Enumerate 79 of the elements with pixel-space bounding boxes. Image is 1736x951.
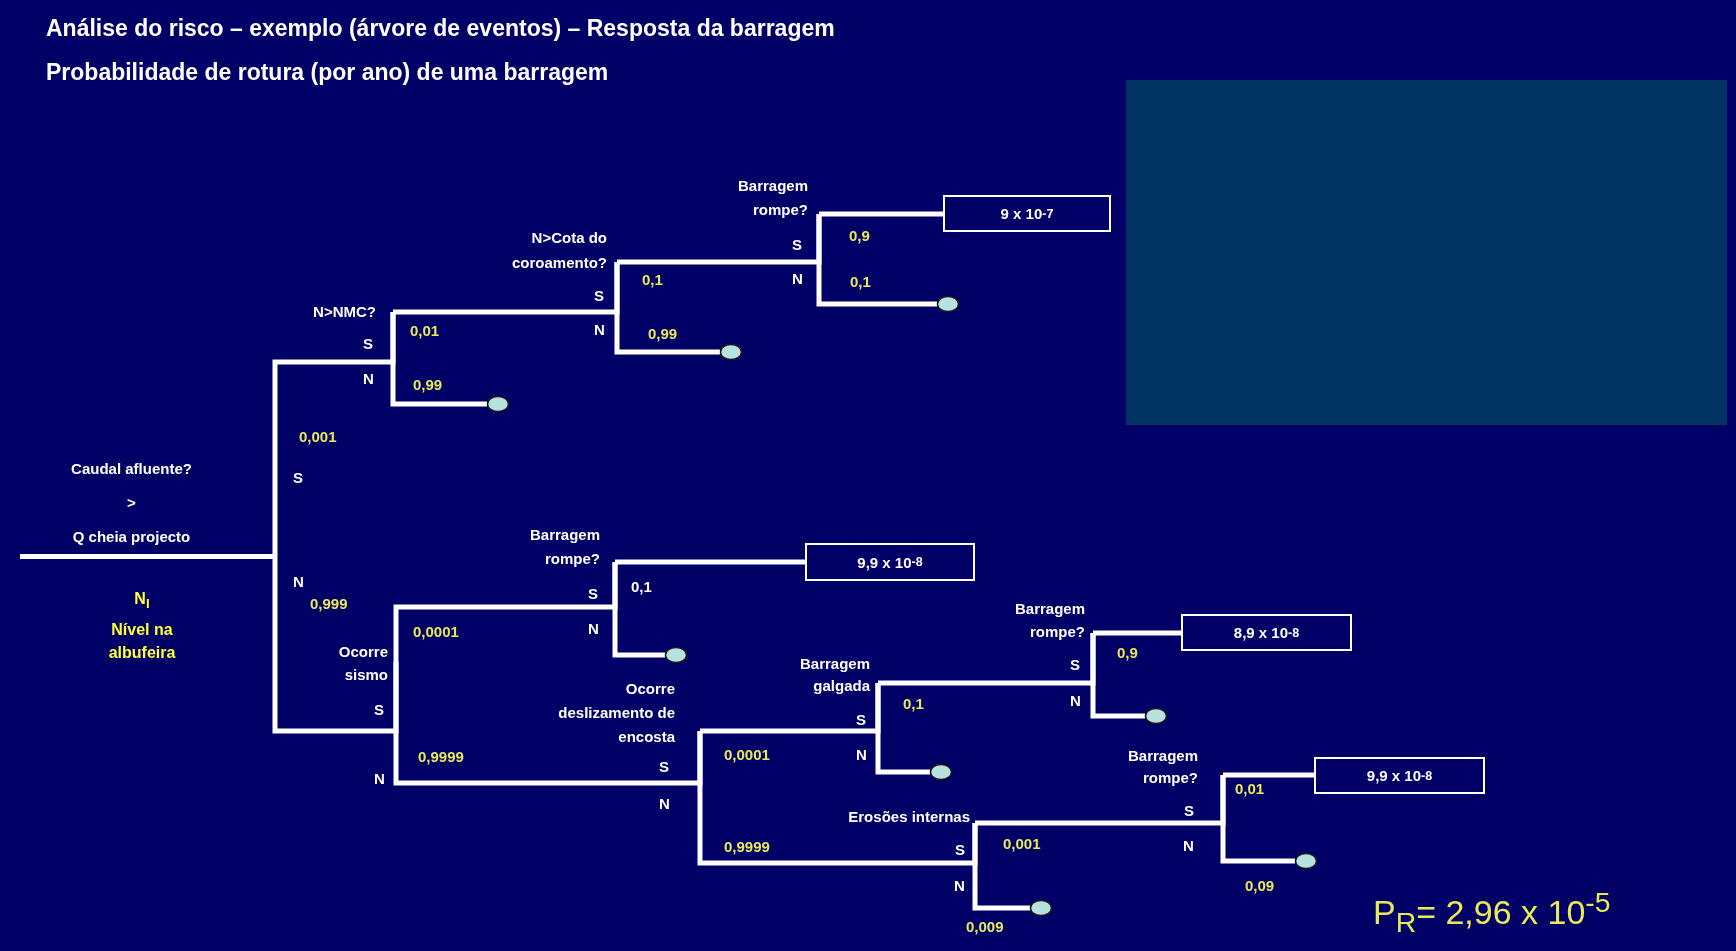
end-state-circle [929, 763, 953, 781]
probability-label: 0,1 [903, 695, 924, 713]
end-state-circle [486, 395, 510, 413]
branch-question: Barragem rompe? [1106, 745, 1223, 789]
branch-line [816, 211, 943, 217]
outcome-letter: S [1184, 802, 1194, 820]
branch-question: Ocorre sismo [316, 640, 396, 686]
probability-label: 0,009 [966, 918, 1004, 936]
outcome-letter: N [374, 770, 385, 788]
probability-label: 0,9 [1117, 644, 1138, 662]
probability-label: 0,01 [1235, 780, 1265, 798]
question-text: Caudal afluente? [70, 459, 193, 479]
question-text: > [126, 493, 137, 513]
branch-question: Erosões internas [810, 805, 975, 829]
branch-question: Barragem rompe? [508, 523, 615, 571]
outcome-letter: S [363, 335, 373, 353]
probability-label: 0,9 [849, 227, 870, 245]
branch-line [972, 823, 1030, 911]
end-state-circle [1294, 852, 1318, 870]
probability-label: 0,001 [1003, 835, 1041, 853]
probability-label: 0,09 [1245, 877, 1275, 895]
outcome-letter: N [594, 321, 605, 339]
branch-line [612, 562, 665, 658]
branch-line [1090, 633, 1145, 719]
probability-label: 0,99 [648, 325, 678, 343]
branch-question: Barragem rompe? [716, 174, 819, 222]
outcome-letter: S [594, 287, 604, 305]
probability-label: 0,01 [410, 322, 440, 340]
outcome-letter: S [588, 585, 598, 603]
outcome-letter: N [1183, 837, 1194, 855]
branch-line [1090, 630, 1181, 636]
outcome-letter: N [363, 370, 374, 388]
branch-question: Barragem rompe? [993, 597, 1093, 643]
outcome-letter: N [792, 270, 803, 288]
probability-label: 0,0001 [724, 746, 770, 764]
probability-label: 0,999 [310, 595, 348, 613]
probability-label: 0,1 [850, 273, 871, 291]
outcome-letter: S [659, 758, 669, 776]
question-text: Q cheia projecto [71, 527, 192, 547]
result-formula: P$_{R}$= 2,96 x 10$^{-5}$ [1373, 885, 1611, 941]
branch-line [875, 683, 930, 775]
outcome-letter: S [374, 701, 384, 719]
outcome-letter: N [293, 573, 304, 591]
end-state-circle [719, 343, 743, 361]
branch-question: Barragem galgada [778, 653, 878, 697]
branch-question: Ocorre deslizamento de encosta [533, 677, 700, 749]
variable-label: Nível na albufeira [107, 620, 177, 663]
outcome-letter: N [954, 877, 965, 895]
outcome-letter: S [293, 469, 303, 487]
outcome-letter: N [856, 746, 867, 764]
outcome-letter: N [1070, 692, 1081, 710]
branch-line [1220, 772, 1314, 778]
title: Análise do risco – exemplo (árvore de eventos) – Resposta da barragem [46, 15, 835, 42]
outcome-letter: N [659, 795, 670, 813]
branch-question: N>NMC? [276, 300, 393, 324]
probability-label: 0,1 [642, 271, 663, 289]
end-state-circle [936, 295, 960, 313]
probability-label: 0,001 [299, 428, 337, 446]
end-state-circle [1144, 707, 1168, 725]
subtitle: Probabilidade de rotura (por ano) de uma barragem [46, 59, 609, 86]
probability-label: 0,0001 [413, 623, 459, 641]
outcome-letter: N [588, 620, 599, 638]
outcome-letter: S [792, 236, 802, 254]
probability-label: 0,9999 [418, 748, 464, 766]
branch-line [390, 312, 487, 407]
outcome-letter: S [1070, 656, 1080, 674]
probability-label: 0,1 [631, 578, 652, 596]
end-state-circle [664, 646, 688, 664]
branch-line [816, 214, 937, 307]
variable-label: N$_{I}$ [133, 589, 151, 614]
probability-label: 0,99 [413, 376, 443, 394]
end-state-circle [1029, 899, 1053, 917]
branch-line [612, 559, 805, 565]
branch-line [1220, 775, 1295, 864]
branch-question: N>Cota do coroamento? [495, 225, 617, 275]
outcome-letter: S [856, 711, 866, 729]
branch-line [614, 262, 720, 355]
probability-label: 0,9999 [724, 838, 770, 856]
outcome-letter: S [955, 841, 965, 859]
